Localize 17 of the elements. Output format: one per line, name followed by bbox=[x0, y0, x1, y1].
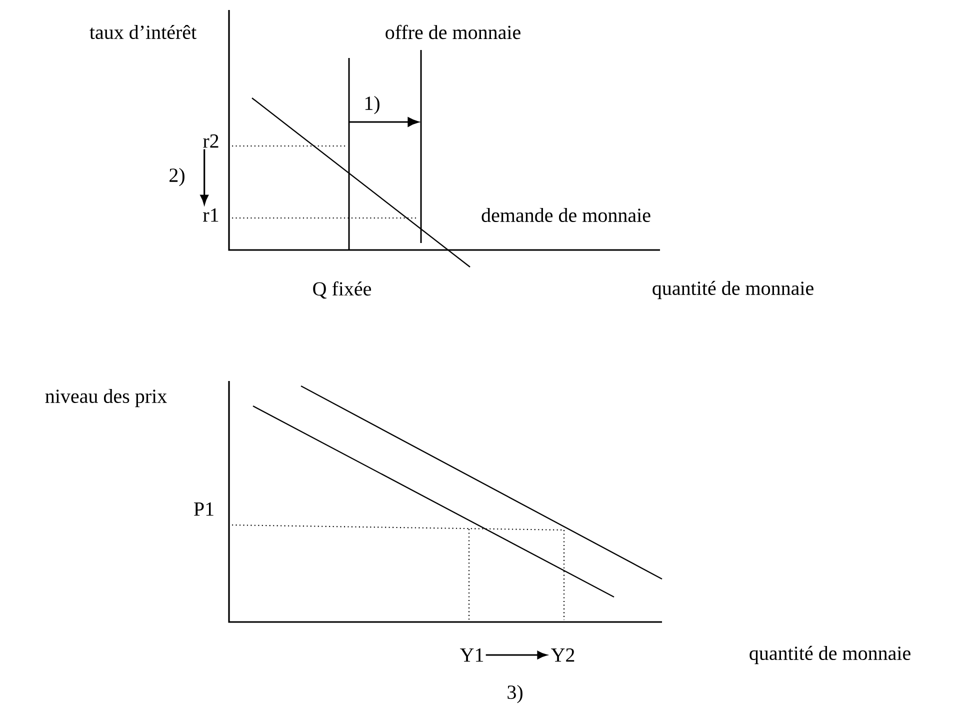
step-label: 3) bbox=[508, 684, 522, 704]
step-label: 2) bbox=[170, 168, 184, 186]
curve-label: demande de monnaie bbox=[482, 208, 650, 222]
axis-label: quantité de monnaie bbox=[750, 646, 910, 664]
tick-label: P1 bbox=[194, 502, 214, 516]
axis-label: quantité de monnaie bbox=[652, 280, 814, 300]
arrow bbox=[486, 650, 547, 660]
axis-label: taux d’intérêt bbox=[90, 24, 196, 40]
axis-label: niveau des prix bbox=[45, 388, 167, 408]
arrow bbox=[200, 149, 208, 204]
tick-label: r1 bbox=[203, 208, 218, 222]
tick-label: Q fixée bbox=[313, 281, 372, 299]
step-label: 1) bbox=[365, 96, 380, 114]
tick-label: r2 bbox=[203, 134, 218, 148]
tick-label: Y1 bbox=[460, 648, 484, 662]
tick-label: Y2 bbox=[551, 648, 574, 662]
curve-label: offre de monnaie bbox=[386, 24, 520, 40]
